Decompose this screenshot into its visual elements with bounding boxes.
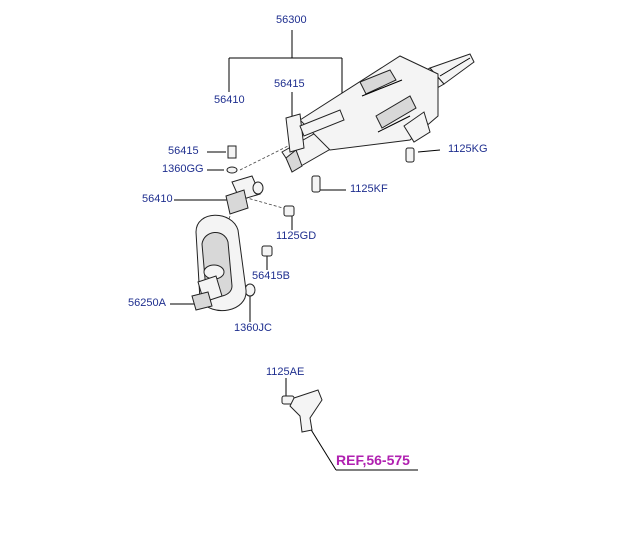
part-label-56250A[interactable]: 56250A [128, 297, 166, 309]
part-label-1125GD[interactable]: 1125GD [276, 230, 317, 242]
part-label-56415-left[interactable]: 56415 [168, 145, 199, 157]
part-label-56410-top[interactable]: 56410 [214, 94, 245, 106]
clamp-bracket [289, 389, 323, 433]
part-label-56415B[interactable]: 56415B [252, 270, 290, 282]
bolts [226, 145, 415, 405]
part-label-1360JC[interactable]: 1360JC [234, 322, 272, 334]
part-label-56415-top[interactable]: 56415 [274, 78, 305, 90]
universal-joint-upper [225, 175, 264, 215]
universal-joint-lower [191, 275, 223, 311]
part-label-1125KF[interactable]: 1125KF [350, 183, 388, 195]
part-label-1360GG[interactable]: 1360GG [162, 163, 204, 175]
reference-link-56-575[interactable]: REF,56-575 [336, 452, 410, 468]
part-label-1125AE[interactable]: 1125AE [266, 366, 305, 378]
lower-bracket [285, 109, 345, 153]
column-mounting-bracket [299, 55, 439, 151]
part-label-56410-left[interactable]: 56410 [142, 193, 173, 205]
part-label-56300[interactable]: 56300 [276, 14, 307, 26]
part-label-1125KG[interactable]: 1125KG [448, 143, 488, 155]
